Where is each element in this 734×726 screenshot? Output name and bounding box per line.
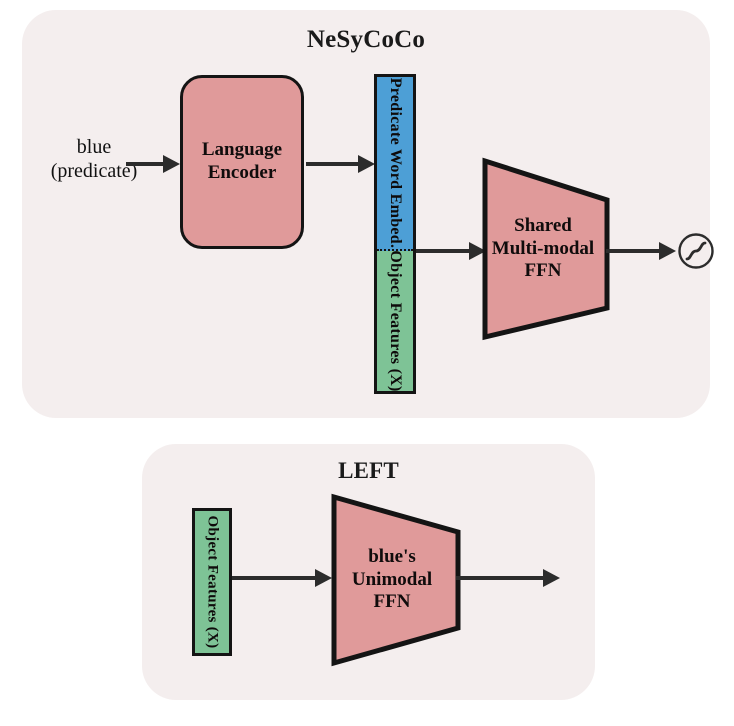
object-features-bar-left: Object Features (X) xyxy=(192,508,232,656)
panel-title-nesycoco: NeSyCoCo xyxy=(306,26,426,53)
input-predicate-word: blue xyxy=(76,136,112,158)
feature-bar-stack: Predicate Word Embed. Object Features (X… xyxy=(374,74,416,394)
language-encoder-box: Language Encoder xyxy=(180,75,304,249)
sigmoid-icon xyxy=(677,232,715,270)
panel-title-left: LEFT xyxy=(338,458,399,483)
object-features-label: Object Features (X) xyxy=(387,250,404,391)
unimodal-ffn-box: blue's Unimodal FFN xyxy=(331,493,461,667)
object-features-label-left: Object Features (X) xyxy=(204,515,221,649)
input-predicate-kind: (predicate) xyxy=(50,160,138,183)
object-features-segment: Object Features (X) xyxy=(377,250,413,391)
language-encoder-label-line1: Language xyxy=(201,139,283,161)
input-predicate-label: blue (predicate) xyxy=(34,135,154,184)
language-encoder-label-line2: Encoder xyxy=(207,162,277,183)
predicate-word-embed-segment: Predicate Word Embed. xyxy=(377,77,413,251)
shared-multimodal-ffn-box: Shared Multi-modal FFN xyxy=(482,157,610,341)
language-encoder-label: Language Encoder xyxy=(202,139,282,185)
predicate-word-embed-label: Predicate Word Embed. xyxy=(387,77,404,249)
